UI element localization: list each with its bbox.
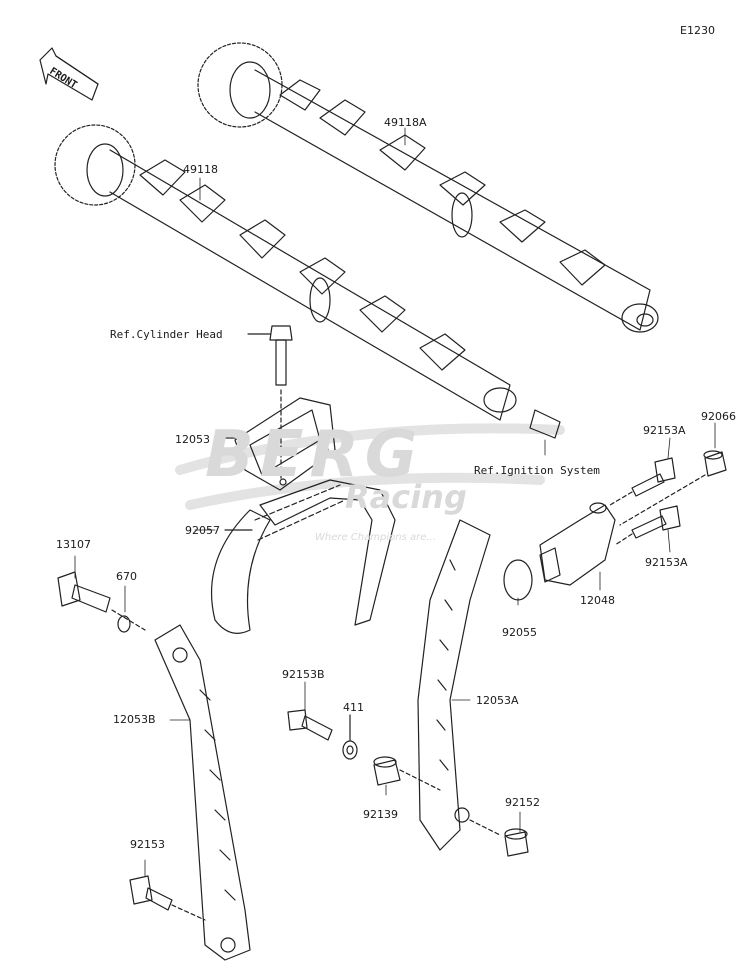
chain-guide-12053b xyxy=(154,624,251,961)
part-label-12053b[interactable]: 12053B xyxy=(113,713,156,726)
camshaft-49118a xyxy=(197,42,659,333)
camshaft-49118 xyxy=(54,124,561,439)
cap-bolt-92066 xyxy=(619,450,727,526)
bolt-92153a-lower xyxy=(614,505,681,546)
watermark-brand: BERG xyxy=(205,418,424,492)
watermark-logo xyxy=(175,423,565,510)
part-label-92153a-bottom[interactable]: 92153A xyxy=(645,556,688,569)
tensioner-12048 xyxy=(539,502,616,586)
part-label-92153[interactable]: 92153 xyxy=(130,838,165,851)
o-ring-92055 xyxy=(503,559,533,601)
bolt-92153b xyxy=(287,709,333,741)
part-label-92055[interactable]: 92055 xyxy=(502,626,537,639)
leader-lines xyxy=(74,127,716,877)
part-label-13107[interactable]: 13107 xyxy=(56,538,91,551)
holder-12053 xyxy=(214,397,336,491)
ref-ignition-system-label[interactable]: Ref.Ignition System xyxy=(474,464,600,477)
part-label-92057[interactable]: 92057 xyxy=(185,524,220,537)
collar-92152 xyxy=(504,828,529,857)
timing-chain-92057 xyxy=(210,479,396,634)
part-label-49118a[interactable]: 49118A xyxy=(384,116,427,129)
ref-cylinder-head-label[interactable]: Ref.Cylinder Head xyxy=(110,328,223,341)
front-arrow-icon xyxy=(39,47,99,101)
part-label-411[interactable]: 411 xyxy=(343,701,364,714)
part-label-92153b[interactable]: 92153B xyxy=(282,668,325,681)
part-label-12053a[interactable]: 12053A xyxy=(476,694,519,707)
bolt-92153 xyxy=(129,875,206,921)
part-label-12048[interactable]: 12048 xyxy=(580,594,615,607)
part-label-49118[interactable]: 49118 xyxy=(183,163,218,176)
diagram-code: E1230 xyxy=(680,24,715,37)
washer-411 xyxy=(342,714,358,760)
o-ring-670 xyxy=(117,615,131,633)
part-label-92066[interactable]: 92066 xyxy=(701,410,736,423)
collar-92139 xyxy=(373,756,441,791)
part-label-92139[interactable]: 92139 xyxy=(363,808,398,821)
watermark-sub: Racing xyxy=(345,478,467,516)
part-label-670[interactable]: 670 xyxy=(116,570,137,583)
bolt-92153a-upper xyxy=(609,457,676,506)
part-label-92153a-top[interactable]: 92153A xyxy=(643,424,686,437)
part-label-12053[interactable]: 12053 xyxy=(175,433,210,446)
part-label-92152[interactable]: 92152 xyxy=(505,796,540,809)
bolt-13107 xyxy=(57,571,146,631)
watermark-tagline: Where Champions are... xyxy=(315,532,436,543)
cylinder-head-bolt xyxy=(247,325,293,481)
chain-guide-12053a xyxy=(417,519,501,851)
